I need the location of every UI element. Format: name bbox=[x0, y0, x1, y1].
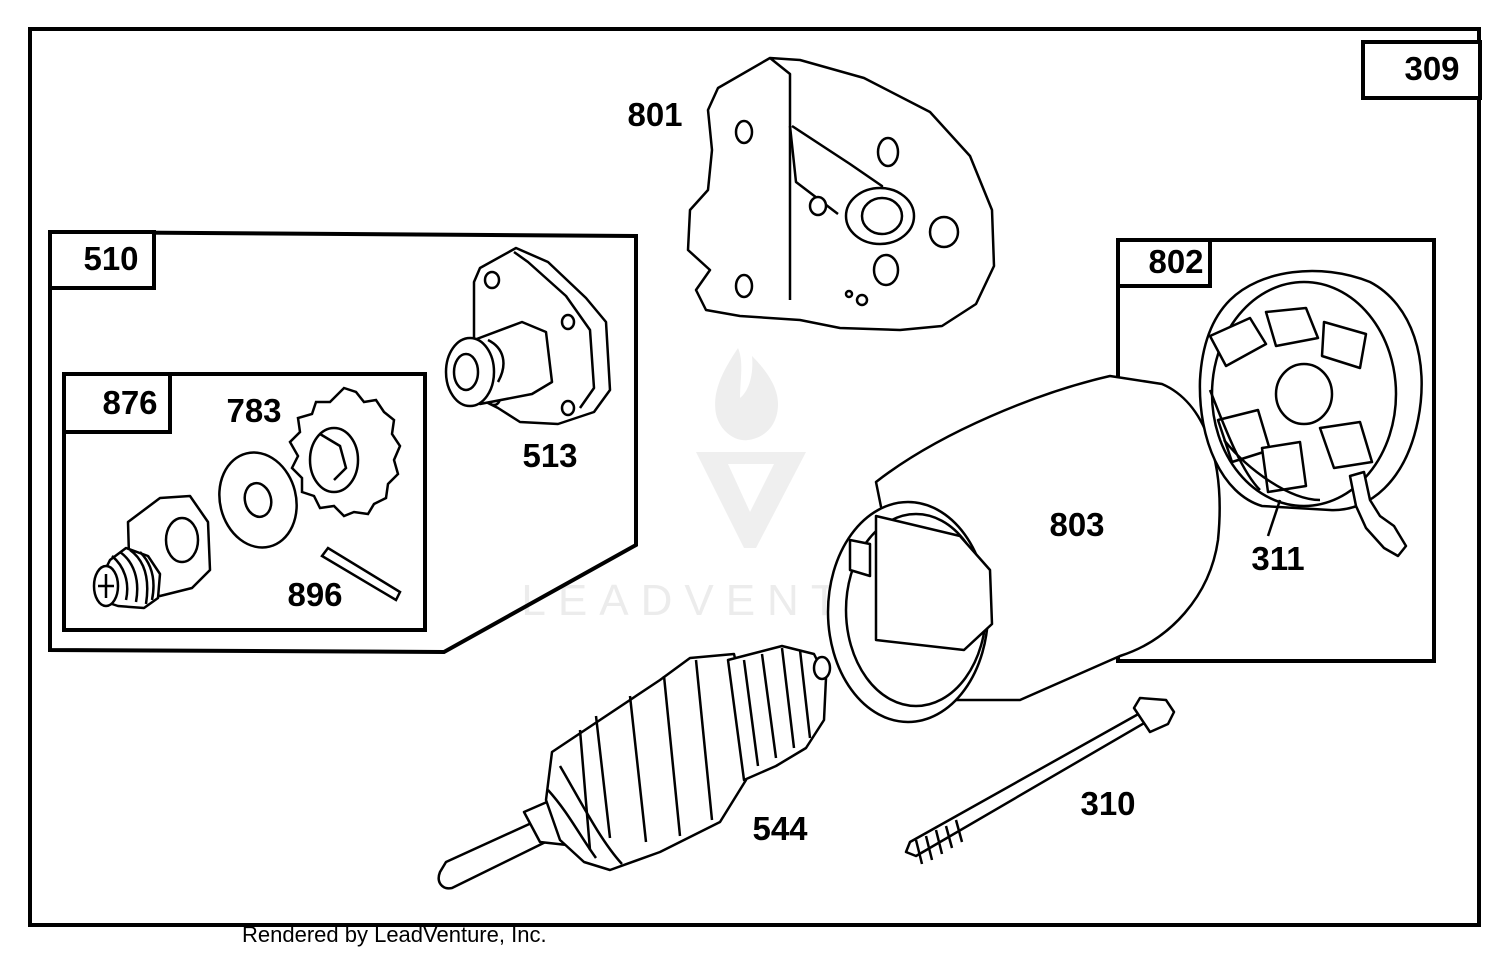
part-783-gear bbox=[288, 386, 402, 518]
part-washer bbox=[218, 451, 298, 549]
footer-credit: Rendered by LeadVenture, Inc. bbox=[242, 922, 547, 947]
callout-802: 802 bbox=[1148, 243, 1203, 280]
callout-783: 783 bbox=[226, 392, 281, 429]
part-876-clutch bbox=[92, 494, 212, 610]
outer-frame bbox=[28, 27, 1481, 927]
part-801-bracket bbox=[686, 56, 996, 332]
part-896-pin bbox=[320, 546, 402, 602]
part-310-through-bolt bbox=[904, 696, 1176, 865]
part-803-housing bbox=[826, 374, 1221, 724]
callout-510: 510 bbox=[83, 240, 138, 277]
kit-box-510 bbox=[48, 229, 638, 655]
callout-803: 803 bbox=[1049, 506, 1104, 543]
callout-801: 801 bbox=[627, 96, 682, 133]
assembly-number-box bbox=[1361, 40, 1482, 100]
callout-310: 310 bbox=[1080, 785, 1135, 822]
callout-513: 513 bbox=[522, 437, 577, 474]
part-544-armature bbox=[437, 644, 832, 890]
callout-311: 311 bbox=[1251, 540, 1304, 577]
callout-544: 544 bbox=[752, 810, 808, 847]
part-513-drive-assembly bbox=[444, 246, 612, 426]
kit-box-876 bbox=[62, 372, 427, 632]
callout-896: 896 bbox=[287, 576, 342, 613]
part-311-brush-plate bbox=[1198, 269, 1423, 558]
assembly-number: 309 bbox=[1404, 50, 1459, 87]
callout-876: 876 bbox=[102, 384, 157, 421]
